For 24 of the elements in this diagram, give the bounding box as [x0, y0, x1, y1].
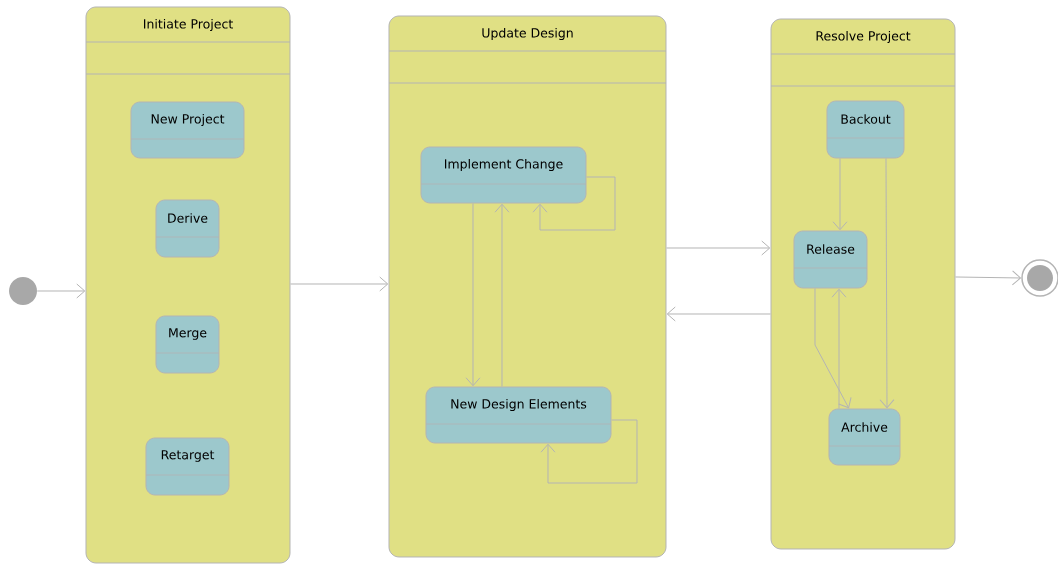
arrow [832, 158, 848, 231]
arrow [290, 276, 389, 292]
arrow [831, 288, 847, 409]
state-box: Derive [155, 199, 220, 258]
state-box: Implement Change [420, 146, 587, 204]
state-box: Release [793, 230, 868, 289]
arrow [532, 176, 616, 231]
state-box: Backout [826, 100, 905, 159]
arrow [666, 240, 771, 256]
arrow [540, 419, 638, 484]
state-box: Retarget [145, 437, 230, 496]
final-state-circle [1021, 259, 1058, 297]
arrow [879, 158, 895, 409]
arrow [666, 306, 771, 322]
state-box: Merge [155, 315, 220, 374]
state-box: Archive [828, 408, 901, 466]
arrow [36, 283, 86, 299]
arrow [955, 270, 1021, 286]
state-box: New Project [130, 101, 245, 159]
arrow [494, 203, 510, 387]
state-box: New Design Elements [425, 386, 612, 444]
initial-state-circle [9, 277, 37, 305]
arrow [814, 288, 852, 409]
arrow [465, 203, 481, 387]
